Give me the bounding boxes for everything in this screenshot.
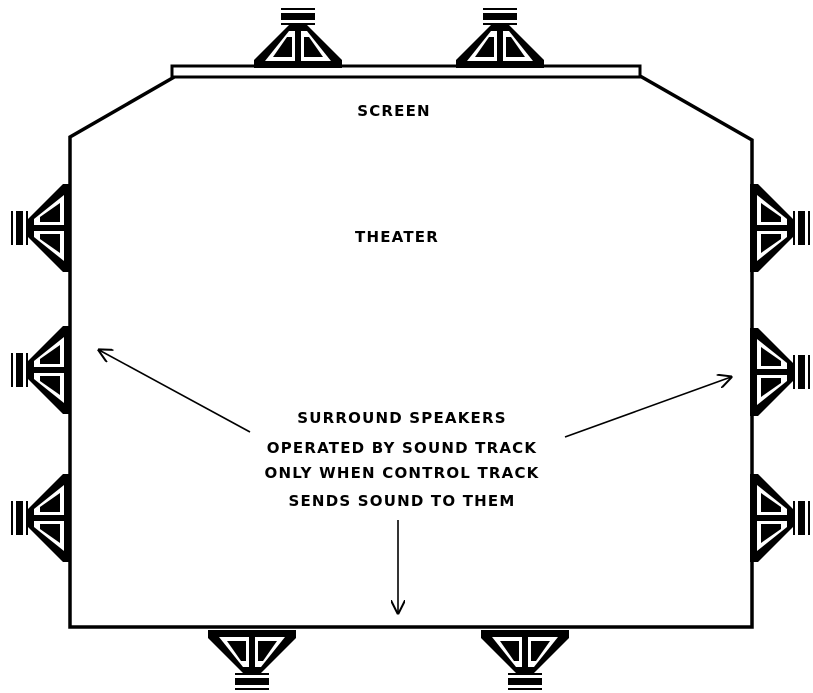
speaker-icon	[750, 474, 810, 562]
speaker-icon	[750, 184, 810, 272]
screen-bar	[172, 66, 640, 77]
surround-caption-line: SURROUND SPEAKERS	[297, 409, 507, 427]
speaker-icon	[750, 328, 810, 416]
arrow-left	[99, 350, 250, 432]
speaker-icon	[11, 326, 71, 414]
speaker-icon	[456, 8, 544, 68]
theater-outline	[70, 76, 752, 627]
speaker-icon	[254, 8, 342, 68]
speaker-icon	[208, 630, 296, 690]
speaker-icon	[11, 184, 71, 272]
arrow-right	[565, 377, 731, 437]
surround-caption-line: ONLY WHEN CONTROL TRACK	[265, 464, 540, 482]
surround-caption-line: SENDS SOUND TO THEM	[288, 492, 515, 510]
surround-caption-line: OPERATED BY SOUND TRACK	[267, 439, 538, 457]
theater-label: THEATER	[355, 228, 439, 246]
screen-label: SCREEN	[357, 102, 431, 120]
speaker-icon	[11, 474, 71, 562]
speaker-icon	[481, 630, 569, 690]
